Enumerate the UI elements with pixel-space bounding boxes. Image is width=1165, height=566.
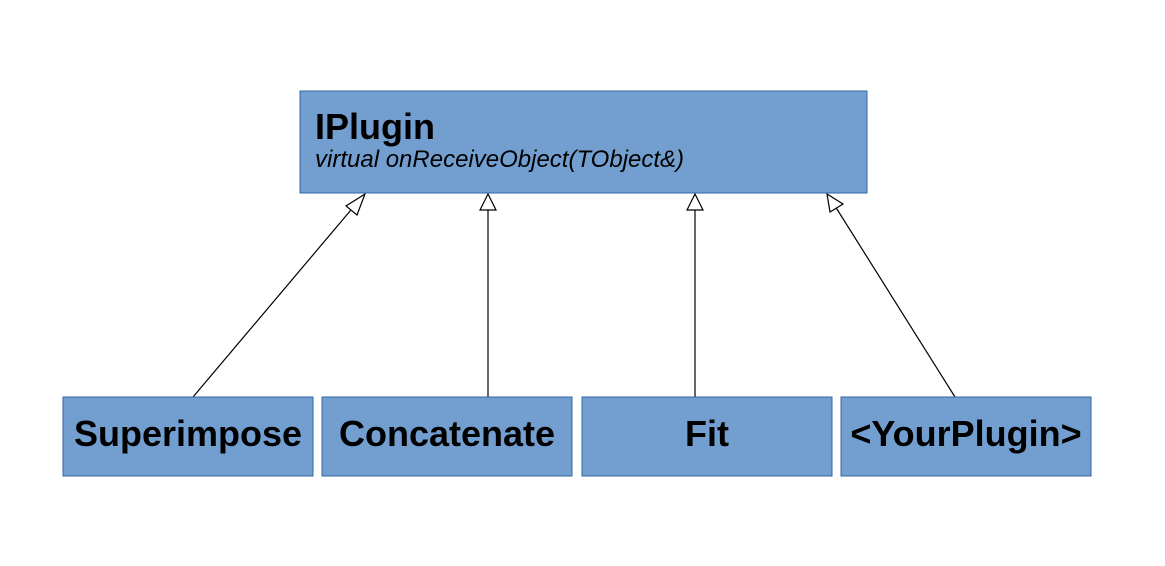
child-class-box-yourplugin: <YourPlugin> [840, 396, 1092, 477]
child-class-name: Concatenate [339, 413, 555, 454]
child-class-box-fit: Fit [581, 396, 833, 477]
arrowhead-fit [686, 192, 704, 211]
child-class-name: Superimpose [74, 413, 302, 454]
parent-class-method: virtual onReceiveObject(TObject&) [315, 146, 684, 173]
child-class-rect [581, 396, 833, 477]
arrowhead-yourplugin [826, 192, 845, 213]
child-class-box-concatenate: Concatenate [321, 396, 573, 477]
parent-class-box: IPlugin virtual onReceiveObject(TObject&… [299, 90, 868, 194]
child-class-rect [62, 396, 314, 477]
parent-class-rect [299, 90, 868, 194]
child-class-name: Fit [685, 413, 729, 454]
connectors [192, 192, 956, 398]
child-class-rect [840, 396, 1092, 477]
connector-yourplugin [834, 205, 956, 398]
arrowhead-concatenate [479, 192, 497, 211]
arrowhead-superimpose [344, 192, 367, 216]
child-class-rect [321, 396, 573, 477]
parent-class-name: IPlugin [315, 106, 435, 147]
connector-superimpose [192, 203, 357, 398]
child-class-name: <YourPlugin> [850, 413, 1081, 454]
child-class-box-superimpose: Superimpose [62, 396, 314, 477]
